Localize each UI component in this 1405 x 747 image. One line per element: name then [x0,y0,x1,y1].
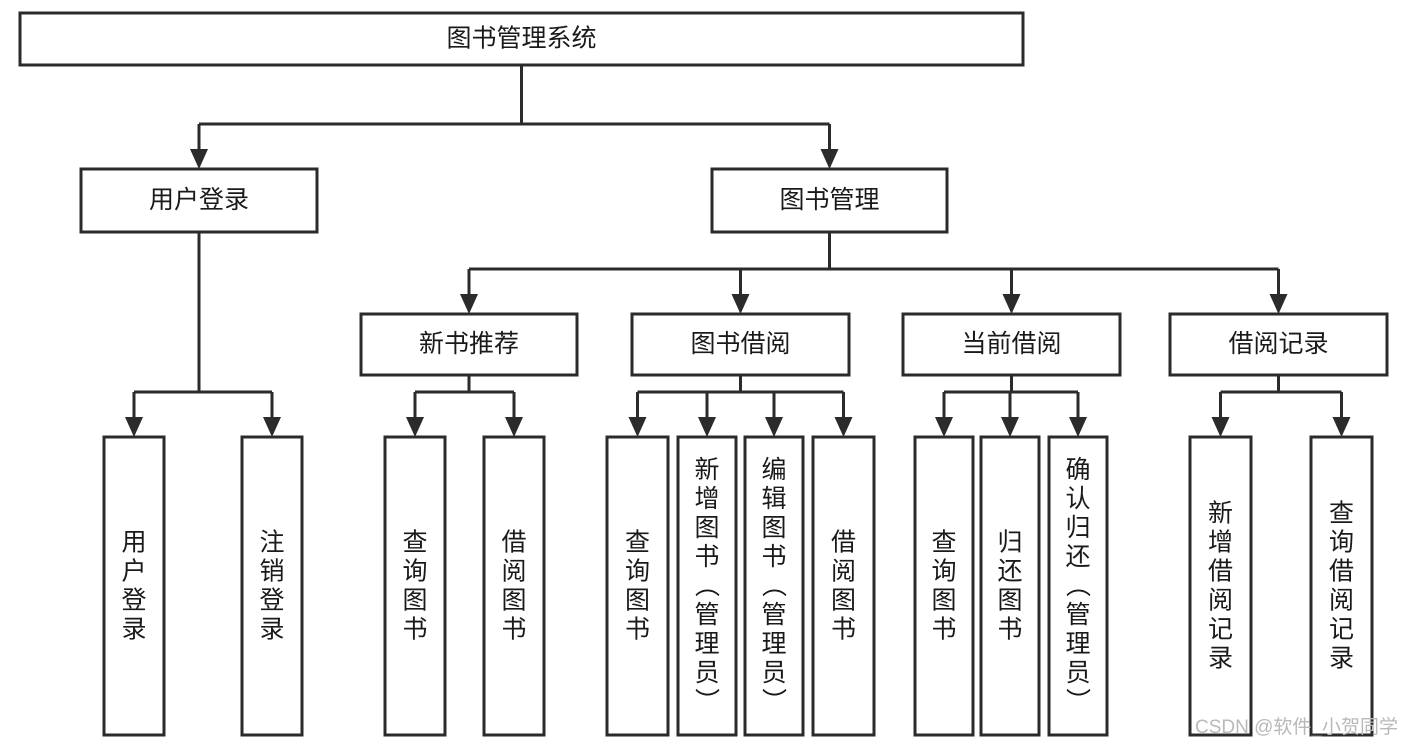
edge-group-from-l3-borrow-record [1211,375,1351,437]
arrow-head-icon [125,417,143,437]
node-box [1047,435,1109,737]
node-leaf-logout[interactable]: 注销登录 [240,435,304,737]
arrow-head-icon [731,294,750,314]
node-leaf-return-book[interactable]: 归还图书 [979,435,1041,737]
node-box [913,435,975,737]
node-leaf-edit-book[interactable]: 编辑图书（管理员） [743,435,805,737]
node-label: 新书推荐 [419,330,519,358]
arrow-head-icon [935,417,953,437]
arrow-head-icon [406,417,424,437]
node-leaf-user-login[interactable]: 用户登录 [102,435,166,737]
node-box [240,435,304,737]
node-box [743,435,805,737]
node-box [710,167,949,234]
node-label: 编辑图书（管理员） [761,456,787,716]
node-l3-current-borrow[interactable]: 当前借阅 [901,312,1122,377]
edge-group-from-l2-user-login [125,232,281,437]
node-leaf-borrow-book-2[interactable]: 借阅图书 [811,435,876,737]
node-box [811,435,876,737]
node-label: 用户登录 [121,529,146,644]
node-leaf-query-book-2[interactable]: 查询图书 [605,435,670,737]
node-label: 新增图书（管理员） [694,456,720,716]
node-box [979,435,1041,737]
node-layer: 图书管理系统用户登录图书管理新书推荐图书借阅当前借阅借阅记录用户登录注销登录查询… [18,11,1389,737]
node-label: 用户登录 [149,186,249,214]
arrow-head-icon [460,294,478,314]
arrow-head-icon [1269,294,1288,314]
node-leaf-borrow-book-1[interactable]: 借阅图书 [482,435,546,737]
node-box [18,11,1025,67]
arrow-head-icon [628,417,647,437]
arrow-head-icon [263,417,281,437]
node-label: 查询图书 [931,529,956,644]
node-label: 查询借阅记录 [1329,500,1354,673]
arrow-head-icon [505,417,523,437]
node-label: 图书借阅 [690,330,790,358]
node-box [676,435,738,737]
node-leaf-confirm-return[interactable]: 确认归还（管理员） [1047,435,1109,737]
node-label: 图书管理系统 [446,25,596,53]
node-box [79,167,319,234]
arrow-head-icon [820,149,839,169]
node-box [605,435,670,737]
node-l2-book-manage[interactable]: 图书管理 [710,167,949,234]
node-label: 确认归还（管理员） [1065,456,1091,716]
node-box [359,312,579,377]
node-label: 新增借阅记录 [1208,500,1233,673]
node-label: 查询图书 [625,529,650,644]
node-box [1168,312,1389,377]
node-label: 借阅记录 [1228,330,1328,358]
edge-group-from-root [190,65,839,169]
node-box [482,435,546,737]
node-leaf-add-record[interactable]: 新增借阅记录 [1188,435,1253,737]
node-l3-new-book-rec[interactable]: 新书推荐 [359,312,579,377]
node-box [102,435,166,737]
node-leaf-add-book[interactable]: 新增图书（管理员） [676,435,738,737]
node-label: 图书管理 [779,186,879,214]
node-box [630,312,851,377]
node-l3-book-borrow[interactable]: 图书借阅 [630,312,851,377]
arrow-head-icon [765,417,783,437]
edge-group-from-l3-book-borrow [628,375,853,437]
arrow-head-icon [1069,417,1087,437]
arrow-head-icon [1332,417,1351,437]
node-l2-user-login[interactable]: 用户登录 [79,167,319,234]
node-label: 借阅图书 [831,529,856,644]
node-label: 注销登录 [259,529,284,644]
edge-group-from-l2-book-manage [460,232,1288,314]
arrow-head-icon [1002,294,1021,314]
node-l3-borrow-record[interactable]: 借阅记录 [1168,312,1389,377]
edge-group-from-l3-current-borrow [935,375,1087,437]
node-label: 查询图书 [402,529,427,644]
node-leaf-query-book-1[interactable]: 查询图书 [383,435,447,737]
node-root[interactable]: 图书管理系统 [18,11,1025,67]
arrow-head-icon [1001,417,1019,437]
node-leaf-query-book-3[interactable]: 查询图书 [913,435,975,737]
node-label: 当前借阅 [961,330,1061,358]
node-box [901,312,1122,377]
node-box [1188,435,1253,737]
arrow-head-icon [698,417,716,437]
node-box [1309,435,1374,737]
connector-layer [125,65,1351,437]
edge-group-from-l3-new-book-rec [406,375,523,437]
arrow-head-icon [1211,417,1230,437]
arrow-head-icon [190,149,208,169]
csdn-watermark: CSDN @软件_小贺同学 [1195,716,1398,738]
node-label: 归还图书 [997,529,1022,644]
node-leaf-query-record[interactable]: 查询借阅记录 [1309,435,1374,737]
node-box [383,435,447,737]
node-label: 借阅图书 [501,529,526,644]
arrow-head-icon [834,417,853,437]
